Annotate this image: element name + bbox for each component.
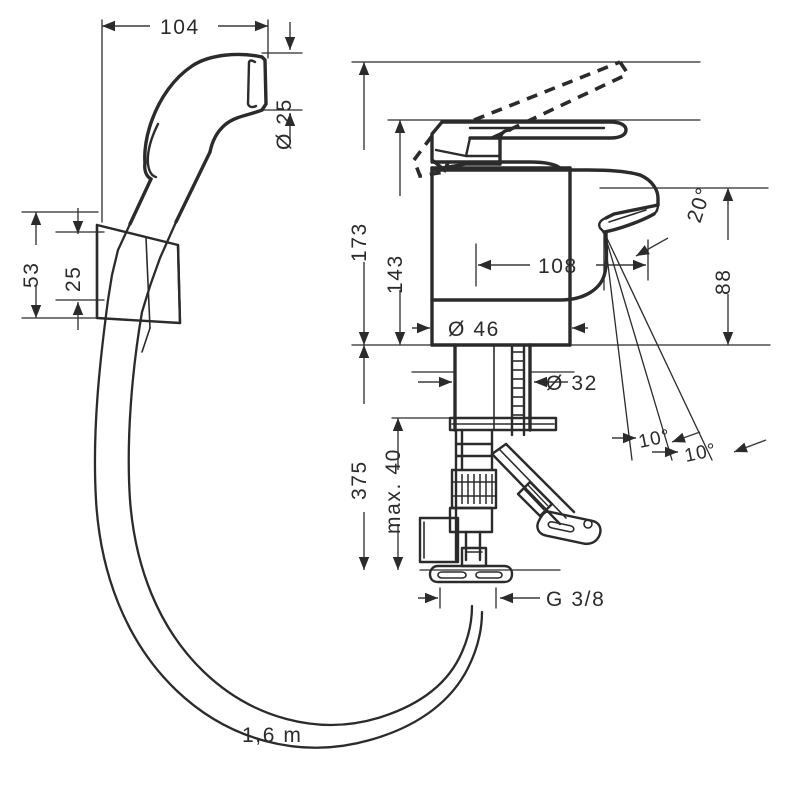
hand-spray-head <box>128 52 268 226</box>
dim-143-group: 143 <box>384 120 407 345</box>
dim-g38-label: G 3/8 <box>546 588 605 611</box>
dim-hose-label: 1,6 m <box>242 724 303 747</box>
dim-d25-label: Ø 25 <box>273 98 296 150</box>
dim-max40-group: max. 40 <box>382 417 453 570</box>
lever-handle-open-phantom <box>411 60 630 179</box>
dim-104-group: 104 <box>101 16 269 223</box>
dim-375-group: 375 <box>348 345 371 570</box>
dim-g38-group: G 3/8 <box>418 587 605 611</box>
spray-angle-rays <box>603 231 713 461</box>
dim-108-label: 108 <box>538 255 578 278</box>
dim-53-label: 53 <box>20 261 43 288</box>
dim-88-group: 88 <box>712 188 735 345</box>
dim-d46-label: Ø 46 <box>448 318 500 341</box>
dim-88-label: 88 <box>712 268 735 295</box>
dim-max40-label: max. 40 <box>382 448 405 534</box>
dim-375-label: 375 <box>348 460 371 500</box>
lever-handle <box>430 120 628 170</box>
wall-holder-bracket <box>95 223 182 329</box>
shower-hose <box>93 220 484 749</box>
dim-143-label: 143 <box>384 254 407 294</box>
dim-53-group: 53 <box>20 211 99 319</box>
dim-d46-group: Ø 46 <box>412 318 588 341</box>
dim-angle-10-right-label: 10° <box>683 440 719 467</box>
dim-108-group: 108 <box>475 239 649 287</box>
dim-25-label: 25 <box>62 265 85 292</box>
dim-173-group: 173 <box>348 62 371 345</box>
dim-d32-label: Ø 32 <box>546 372 598 395</box>
dim-angle-20-label: 20° <box>683 184 716 226</box>
fixing-mechanism <box>418 428 602 584</box>
dim-173-label: 173 <box>348 222 371 262</box>
mixer-shank <box>430 166 572 437</box>
dim-angle-10-left-label: 10° <box>637 426 673 453</box>
dim-104-label: 104 <box>160 16 200 39</box>
dim-d32-group: Ø 32 <box>411 371 598 395</box>
mounting-washer <box>448 416 558 432</box>
dim-d25-group: Ø 25 <box>261 22 303 150</box>
